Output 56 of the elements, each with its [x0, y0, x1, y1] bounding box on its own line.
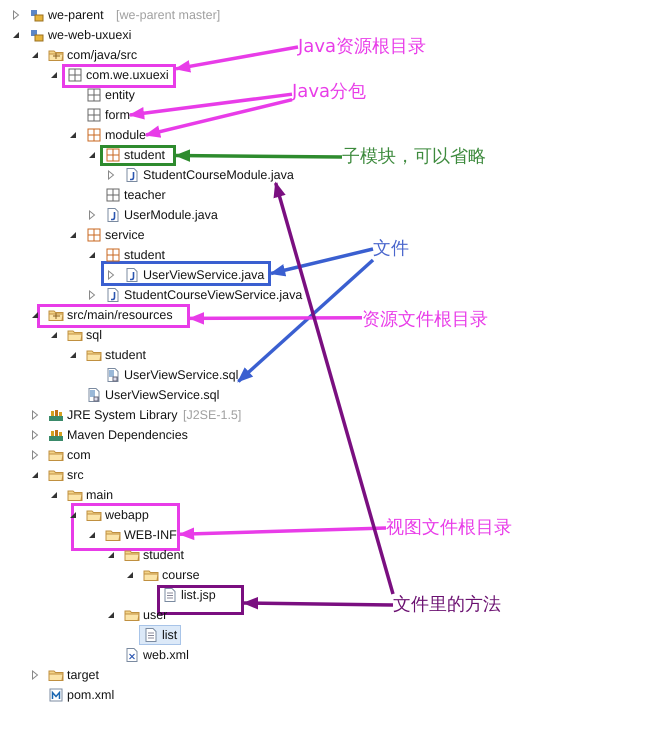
- arrow: [269, 247, 374, 276]
- tree-item-label: list.jsp: [181, 587, 216, 603]
- tree-item-label: student: [143, 547, 184, 563]
- highlight-box: [101, 261, 271, 286]
- arrow: [178, 526, 386, 540]
- tree-item-label: teacher: [124, 187, 166, 203]
- tree-item-label: UserViewService.java: [143, 267, 264, 283]
- annotation-text: Java资源根目录: [298, 36, 426, 58]
- tree-item-label: form: [105, 107, 130, 123]
- tree-item-label: src: [67, 467, 84, 483]
- arrow: [144, 98, 292, 138]
- version-label: [we-parent master]: [116, 7, 220, 23]
- annotation-text: 文件: [373, 238, 409, 260]
- arrow: [237, 258, 374, 383]
- tree-item-label: main: [86, 487, 114, 503]
- tree-item-label: student: [124, 247, 166, 263]
- tree-item-label: we-web-uxuexi: [48, 27, 132, 43]
- tree-item-label: student: [124, 147, 166, 163]
- tree-item-label: com: [67, 447, 91, 463]
- annotation-text: 资源文件根目录: [362, 309, 488, 331]
- arrow: [174, 149, 342, 162]
- tree-item-label: service: [105, 227, 145, 243]
- highlight-box: [71, 503, 180, 551]
- tree-item-label: UserViewService.sql: [105, 387, 220, 403]
- tree-item-label: sql: [86, 327, 102, 343]
- tree-item-label: UserModule.java: [124, 207, 218, 223]
- version-label: [J2SE-1.5]: [183, 407, 242, 423]
- tree-item-label: StudentCourseViewService.java: [124, 287, 302, 303]
- arrow: [242, 596, 394, 610]
- tree-item-label: module: [105, 127, 146, 143]
- arrow: [188, 312, 362, 325]
- tree-item-label: src/main/resources: [67, 307, 173, 323]
- tree-item-label: com.we.uxuexi: [86, 67, 169, 83]
- annotation-text: 子模块，可以省略: [342, 146, 486, 168]
- tree-item-label: list: [162, 627, 178, 643]
- arrow: [128, 92, 292, 120]
- arrow: [274, 181, 395, 594]
- tree-item-label: JRE System Library: [67, 407, 178, 423]
- tree-item-label: webapp: [105, 507, 149, 523]
- annotation-text: 文件里的方法: [393, 594, 501, 616]
- tree-item-label: pom.xml: [67, 687, 114, 703]
- tree-item-label: web.xml: [143, 647, 189, 663]
- tree-item-label: com/java/src: [67, 47, 138, 63]
- annotation-text: 视图文件根目录: [386, 517, 512, 539]
- arrow: [174, 45, 298, 72]
- tree-item-label: Maven Dependencies: [67, 427, 188, 443]
- annotation-text: Java分包: [292, 81, 366, 103]
- tree-item-label: target: [67, 667, 99, 683]
- tree-item-label: StudentCourseModule.java: [143, 167, 294, 183]
- tree-item-label: UserViewService.sql: [124, 367, 238, 383]
- tree-item-label: course: [162, 567, 200, 583]
- tree-item-label: user: [143, 607, 168, 623]
- tree-item-label: WEB-INF: [124, 527, 177, 543]
- tree-item-label: we-parent: [48, 7, 104, 23]
- tree-item-label: student: [105, 347, 146, 363]
- tree-item-label: entity: [105, 87, 135, 103]
